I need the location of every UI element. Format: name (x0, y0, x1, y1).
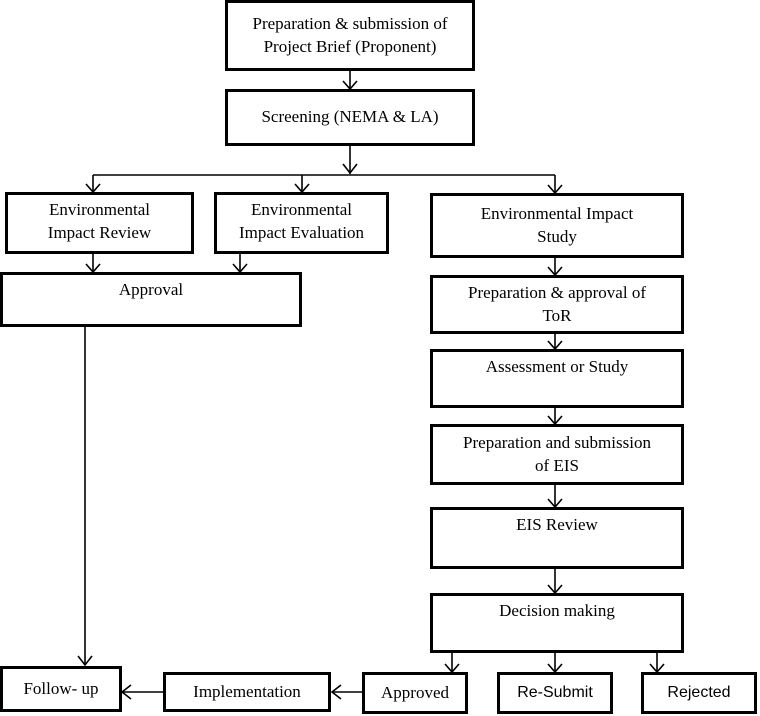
impact-review-label: Environmental Impact Review (47, 200, 152, 242)
decision-label: Decision making (499, 601, 615, 620)
arrowhead-followup-side (120, 684, 132, 700)
screening-box: Screening (NEMA & LA) (225, 89, 475, 146)
impact-review-box: Environmental Impact Review (5, 192, 194, 254)
assessment-box: Assessment or Study (430, 349, 684, 408)
impact-evaluation-label: Environmental Impact Evaluation (238, 200, 365, 242)
approval-box: Approval (0, 272, 302, 327)
approval-label: Approval (118, 280, 184, 299)
tor-box: Preparation & approval of ToR (430, 275, 684, 334)
tor-label: Preparation & approval of ToR (468, 282, 646, 325)
eis-review-label: EIS Review (516, 515, 598, 534)
arrowhead-followup-top (77, 655, 93, 667)
impact-study-label: Environmental Impact Study (480, 203, 634, 246)
impact-study-box: Environmental Impact Study (430, 193, 684, 258)
project-brief-label: Preparation & submission of Project Brie… (252, 13, 448, 56)
resubmit-label: Re-Submit (517, 684, 593, 702)
followup-label: Follow- up (23, 678, 99, 698)
implementation-box: Implementation (163, 672, 331, 712)
project-brief-box: Preparation & submission of Project Brie… (225, 0, 475, 71)
resubmit-box: Re-Submit (497, 672, 613, 714)
implementation-label: Implementation (193, 681, 301, 701)
assessment-label: Assessment or Study (485, 357, 629, 376)
eis-submission-box: Preparation and submission of EIS (430, 424, 684, 485)
rejected-label: Rejected (667, 684, 731, 702)
approved-label: Approved (381, 682, 449, 702)
decision-box: Decision making (430, 593, 684, 653)
arrowhead-split (342, 163, 358, 175)
eis-review-box: EIS Review (430, 507, 684, 569)
rejected-box: Rejected (641, 672, 757, 714)
approved-box: Approved (362, 672, 468, 714)
arrowhead-implementation (330, 684, 342, 700)
screening-label: Screening (NEMA & LA) (261, 107, 439, 127)
impact-evaluation-box: Environmental Impact Evaluation (214, 192, 389, 254)
eis-submission-label: Preparation and submission of EIS (463, 432, 651, 475)
followup-box: Follow- up (0, 666, 122, 712)
